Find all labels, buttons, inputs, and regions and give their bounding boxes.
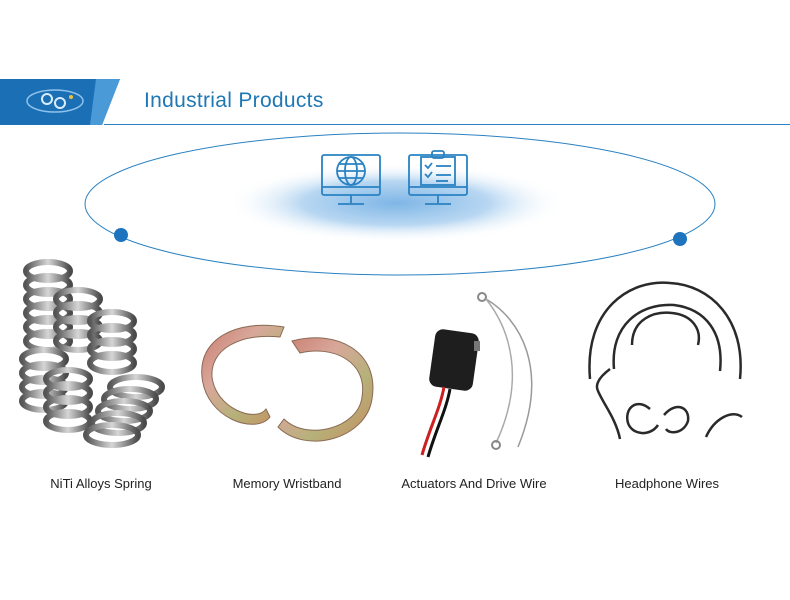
company-logo-icon [0, 79, 120, 125]
page-title: Industrial Products [144, 89, 324, 112]
header-divider [104, 124, 790, 125]
orbit-diagram [84, 132, 716, 276]
header: Industrial Products [0, 79, 790, 125]
product-label-headphone: Headphone Wires [614, 476, 720, 491]
product-label-actuator: Actuators And Drive Wire [401, 476, 547, 491]
globe-monitor-icon [321, 154, 381, 205]
orbit-dot-right [673, 232, 687, 246]
orbit-dot-left [114, 228, 128, 242]
product-label-wristband: Memory Wristband [232, 476, 342, 491]
checklist-monitor-icon [408, 150, 468, 205]
spring-icon [19, 259, 165, 448]
product-label-spring: NiTi Alloys Spring [50, 476, 152, 491]
actuator-wire-icon [420, 292, 533, 458]
wristband-icon [201, 324, 374, 442]
headphone-wire-icon [588, 281, 743, 440]
slide: Industrial Products [0, 79, 790, 522]
